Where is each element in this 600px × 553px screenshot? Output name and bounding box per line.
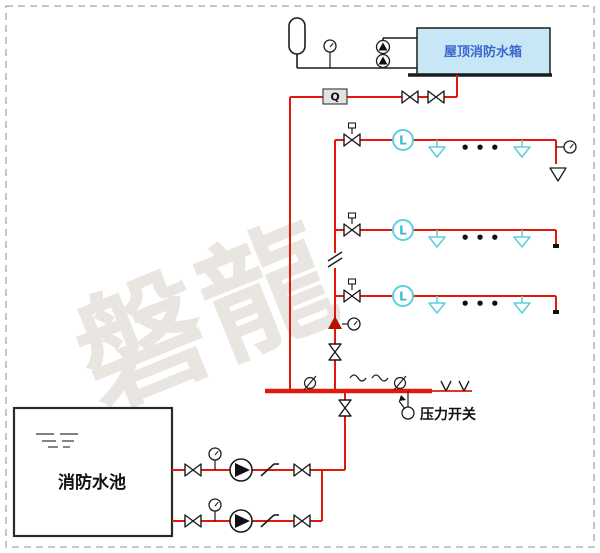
pressure-switch-label: 压力开关: [420, 406, 476, 423]
check-valve-icon: [375, 53, 391, 69]
flow-indicator: L: [392, 219, 414, 241]
flow-meter: Q: [322, 88, 348, 105]
signal-valve-icon: [343, 278, 361, 303]
svg-text:L: L: [399, 290, 407, 304]
svg-text:L: L: [399, 224, 407, 238]
gate-valve-icon: [293, 514, 311, 528]
gate-valve-icon: [293, 463, 311, 477]
sprinkler-dots: • • •: [460, 295, 499, 313]
manifold: [265, 374, 472, 394]
expansion-vessel: [288, 17, 306, 55]
fire-pool: 消防水池: [12, 406, 174, 538]
pressure-gauge-icon: [208, 447, 222, 461]
pump-discharge-riser: [338, 391, 352, 470]
end-cap: [553, 310, 559, 314]
alarm-valve-assembly: [328, 316, 361, 361]
pressure-gauge-icon: [323, 39, 337, 53]
wave-mark: [349, 374, 367, 382]
sprinkler-icon: [513, 229, 531, 248]
gate-valve-icon: [184, 514, 202, 528]
pressure-gauge-icon: [347, 317, 361, 331]
pump-line-1: [172, 447, 345, 482]
pipe-break-mark: [327, 251, 343, 268]
gate-valve-icon: [401, 90, 419, 104]
pressure-gauge-icon: [208, 498, 222, 512]
sprinkler-branch-3: L • • •: [335, 278, 559, 314]
signal-valve-icon: [343, 212, 361, 237]
pump-line-2: [172, 470, 323, 533]
sprinkler-branch-2: L • • •: [335, 212, 559, 248]
tank-feed-assembly: [288, 17, 417, 69]
watermark-text: 磐龍: [55, 197, 360, 436]
roof-tank-label: 屋顶消防水箱: [444, 44, 522, 60]
sprinkler-icon: [428, 229, 446, 248]
flow-indicator: L: [392, 285, 414, 307]
sprinkler-icon: [513, 295, 531, 314]
water-level-marks: [36, 433, 78, 448]
page-dashed-border: [5, 5, 595, 548]
sprinkler-icon: [513, 139, 531, 158]
flow-indicator: L: [392, 129, 414, 151]
fire-pump-icon: [229, 458, 253, 482]
roof-fire-tank: 屋顶消防水箱: [408, 27, 552, 77]
signal-valve-icon: [343, 122, 361, 147]
flexible-joint-icon: [393, 375, 407, 391]
gate-valve-icon: [184, 463, 202, 477]
test-valve-icon: [458, 380, 470, 392]
test-valve-icon: [440, 380, 452, 392]
pressure-gauge-icon: [563, 140, 577, 154]
alarm-check-valve-icon: [328, 316, 342, 329]
end-cap: [553, 244, 559, 248]
test-funnel-icon: [549, 167, 567, 182]
fire-pool-label: 消防水池: [58, 472, 126, 493]
sprinkler-dots: • • •: [460, 229, 499, 247]
end-test-device: [549, 140, 577, 182]
gate-valve-icon: [338, 399, 352, 417]
wave-mark: [371, 374, 389, 382]
gate-valve-icon: [427, 90, 445, 104]
check-valve-icon: [375, 39, 391, 55]
flow-meter-label: Q: [330, 91, 339, 104]
flexible-joint-icon: [303, 375, 317, 391]
sprinkler-icon: [428, 139, 446, 158]
fire-pump-icon: [229, 509, 253, 533]
pressure-switch: 压力开关: [398, 391, 476, 423]
svg-text:L: L: [399, 134, 407, 148]
sprinkler-dots: • • •: [460, 139, 499, 157]
sprinkler-icon: [428, 295, 446, 314]
pressure-switch-icon: [401, 406, 415, 420]
gate-valve-icon: [328, 343, 342, 361]
sprinkler-branch-1: L • • •: [335, 122, 577, 182]
